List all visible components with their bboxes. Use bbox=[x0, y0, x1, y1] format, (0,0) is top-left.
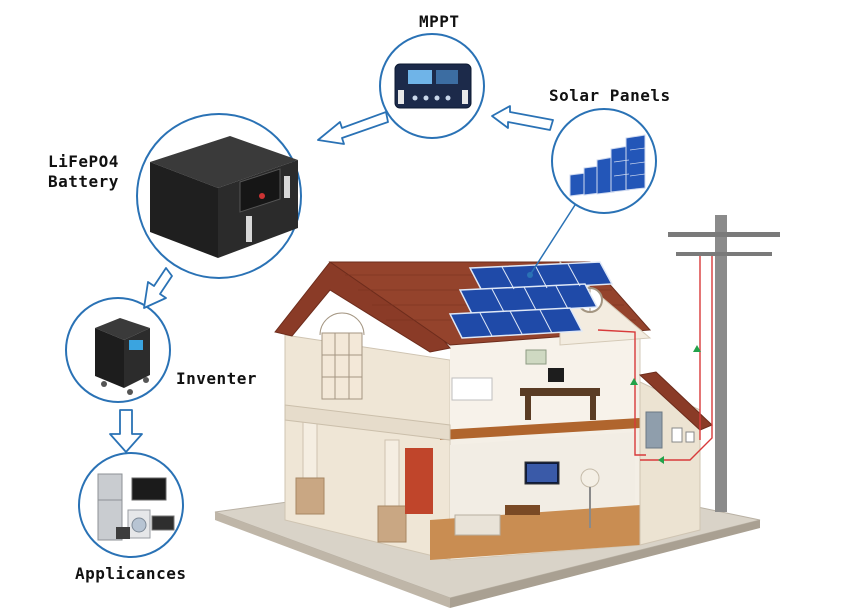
appliances-label: Applicances bbox=[75, 564, 187, 583]
upper-floor bbox=[440, 418, 640, 440]
inverter-box-on-wall bbox=[645, 411, 663, 449]
arrow-battery-to-inverter bbox=[143, 267, 173, 309]
sofa bbox=[454, 514, 501, 536]
battery-label-line2: Battery bbox=[48, 172, 119, 191]
battery-label: LiFePO4 Battery bbox=[48, 152, 119, 192]
appliances-icon bbox=[97, 473, 175, 541]
utility-pole bbox=[668, 215, 780, 512]
solar-panels-node bbox=[551, 108, 657, 214]
house-illustration bbox=[214, 255, 761, 608]
mppt-node bbox=[379, 33, 485, 139]
battery-node bbox=[136, 113, 302, 279]
roof-solar-array bbox=[448, 261, 614, 339]
bed bbox=[451, 377, 493, 401]
office-desk bbox=[520, 388, 600, 396]
inverter-label: Inventer bbox=[176, 369, 258, 388]
floor-lamp bbox=[580, 468, 600, 488]
battery-label-line1: LiFePO4 bbox=[48, 152, 119, 171]
microwave-icon bbox=[151, 515, 175, 531]
solar-panels-label: Solar Panels bbox=[549, 86, 671, 105]
tv-icon bbox=[131, 477, 167, 501]
inverter-node bbox=[65, 297, 171, 403]
arrow-inverter-to-appliances bbox=[109, 409, 143, 453]
inverter-icon bbox=[95, 318, 150, 395]
appliances-node bbox=[78, 452, 184, 558]
arrow-solar-to-mppt bbox=[491, 105, 554, 131]
wiring bbox=[597, 255, 713, 461]
monitor bbox=[548, 368, 564, 382]
mppt-label: MPPT bbox=[419, 12, 460, 31]
solar-pointer-line bbox=[529, 204, 576, 276]
solar-panels-icon bbox=[569, 134, 646, 197]
mppt-controller-icon bbox=[394, 63, 472, 109]
front-door bbox=[405, 448, 433, 514]
battery-icon bbox=[150, 136, 298, 258]
arrow-mppt-to-battery bbox=[317, 111, 389, 145]
front-window-upper bbox=[321, 332, 363, 400]
